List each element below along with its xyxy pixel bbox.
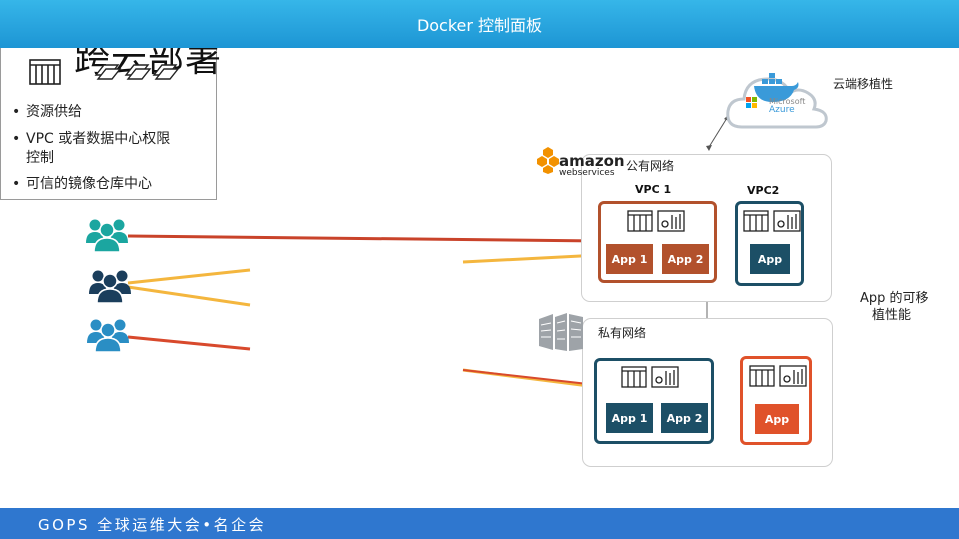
vpc1-app2: App 2: [662, 244, 709, 274]
aws-cubes-icon: [537, 147, 559, 174]
footer-bar: GOPS 全球运维大会•名企会: [0, 508, 959, 539]
docker-control-panel: Docker 控制面板 •资源供给 •VPC 或者数据中心权限 控制 •可信的镜…: [0, 0, 959, 200]
vpc2-label: VPC2: [747, 184, 780, 197]
registry-node-icon: [749, 365, 807, 387]
bullet-item: •VPC 或者数据中心权限: [12, 131, 171, 147]
private-single-app: App: [755, 404, 799, 434]
users-group-1-icon: [86, 219, 128, 253]
azure-arrow: [708, 117, 728, 148]
private-app2: App 2: [661, 403, 708, 433]
control-panel-header: Docker 控制面板: [0, 0, 959, 48]
users-group-3-icon: [87, 319, 129, 353]
registry-node-icon: [743, 210, 801, 232]
app-portability-label-line1: App 的可移: [860, 291, 929, 306]
line-panel-vpc1: [462, 253, 601, 264]
azure-cloud-icon: [726, 73, 828, 129]
vpc1-app1: App 1: [606, 244, 653, 274]
registry-icon: [29, 59, 61, 85]
line-user2-panel: [127, 268, 251, 285]
azure-microsoft-text: Microsoft: [769, 97, 806, 106]
private-network-label: 私有网络: [598, 326, 647, 340]
private-vpc-box: App 1 App 2: [594, 358, 714, 444]
aws-logo-subtext: webservices: [559, 168, 615, 178]
vpc2-box: App: [735, 201, 804, 286]
footer-text: GOPS 全球运维大会•名企会: [38, 516, 267, 534]
vpc1-label: VPC 1: [635, 183, 672, 196]
aws-logo-text: amazon: [559, 152, 625, 170]
registry-node-icon: [627, 210, 685, 232]
private-single-app-box: App: [740, 356, 812, 445]
bullet-item-continued: 控制: [26, 150, 54, 166]
bullet-item: •资源供给: [12, 104, 82, 120]
line-user2-panel-b: [127, 285, 251, 307]
vpc1-box: App 1 App 2: [598, 201, 717, 283]
line-user1-vpc1: [127, 234, 601, 243]
private-app1: App 1: [606, 403, 653, 433]
users-group-2-icon: [89, 270, 131, 304]
public-network-label: 公有网络: [626, 159, 675, 173]
line-user3-panel: [127, 335, 251, 351]
bullet-item: •可信的镜像仓库中心: [12, 176, 152, 192]
azure-text: Azure: [769, 105, 795, 115]
app-portability-label-line2: 植性能: [872, 308, 912, 323]
registry-node-icon: [621, 366, 679, 388]
vpc2-app: App: [750, 244, 790, 274]
datacenter-servers-icon: [539, 313, 583, 351]
stacked-images-icon: [94, 64, 180, 80]
cloud-portability-label: 云端移植性: [833, 77, 894, 91]
line-user3-private: [462, 369, 598, 386]
